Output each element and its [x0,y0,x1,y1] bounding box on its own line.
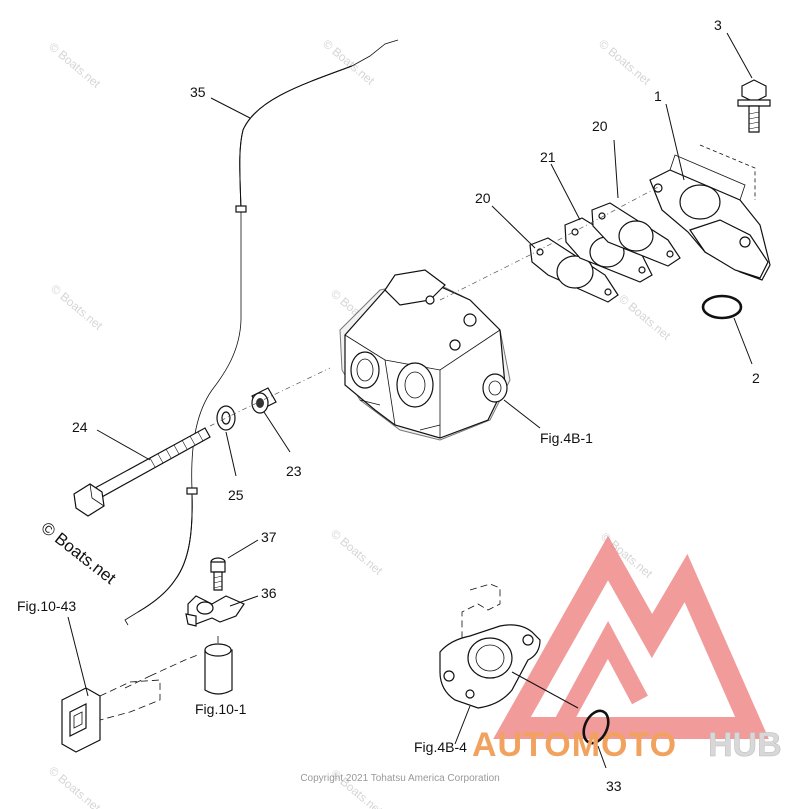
brand-text-automoto: AUTOMOTO [472,726,677,764]
brand-text-hub: HUB [708,726,782,764]
clamp-36 [185,595,245,627]
leader-lines [67,32,753,769]
callouts: 35 3 1 20 21 20 2 24 23 25 37 36 33 [72,17,760,794]
brand-logo [493,535,769,739]
cable-35 [124,39,399,626]
figure-references: Fig.4B-1 Fig.10-43 Fig.10-1 Fig.4B-4 [17,430,593,755]
collar-23 [251,387,277,414]
bolt-3 [737,79,771,133]
callout-35: 35 [190,84,206,100]
ref-fig10-1: Fig.10-1 [195,701,247,717]
watermark-faint: © Boats.net [616,292,674,344]
ref-fig10-43: Fig.10-43 [17,598,76,614]
o-ring-33 [582,709,610,745]
axis-line [511,671,579,709]
boss-fig10-1 [204,643,233,695]
bolt-axis [699,144,756,200]
callout-23: 23 [286,463,302,479]
linkage-fig10-43 [61,653,201,753]
flange-fig4b-4 [439,583,541,709]
callout-2: 2 [752,370,760,386]
gasket-20-rear [591,202,681,267]
ref-fig4b-1: Fig.4B-1 [540,430,593,446]
washer-25 [216,405,236,431]
carburetor-assembly [339,269,511,441]
callout-25: 25 [228,487,244,503]
watermark-faint: © Boats.net [46,764,104,809]
bolt-24 [73,427,211,517]
callout-3: 3 [714,17,722,33]
callout-24: 24 [72,419,88,435]
callout-33: 33 [606,778,622,794]
brand-overlay-text: AUTOMOTO HUB [472,726,782,765]
ref-fig4b-4: Fig.4B-4 [414,739,467,755]
copyright-text: Copyright 2021 Tohatsu America Corporati… [300,773,499,784]
watermark-primary: © Boats.net [38,518,120,588]
callout-20-front: 20 [475,190,491,206]
manifold-1 [649,154,771,281]
callout-1: 1 [654,88,662,104]
axis-line [209,367,331,427]
callout-21: 21 [540,149,556,165]
o-ring-2 [701,294,743,320]
gasket-20-front [529,237,619,303]
watermark-faint: © Boats.net [46,40,104,92]
callout-37: 37 [261,529,277,545]
axis-line [439,185,661,301]
watermark-faint: © Boats.net [596,37,654,89]
callout-20-rear: 20 [592,118,608,134]
watermark-faint: © Boats.net [320,37,378,89]
watermark-faint: © Boats.net [48,282,106,334]
callout-36: 36 [261,585,277,601]
watermark-faint: © Boats.net [328,527,386,579]
screw-37 [210,557,226,591]
